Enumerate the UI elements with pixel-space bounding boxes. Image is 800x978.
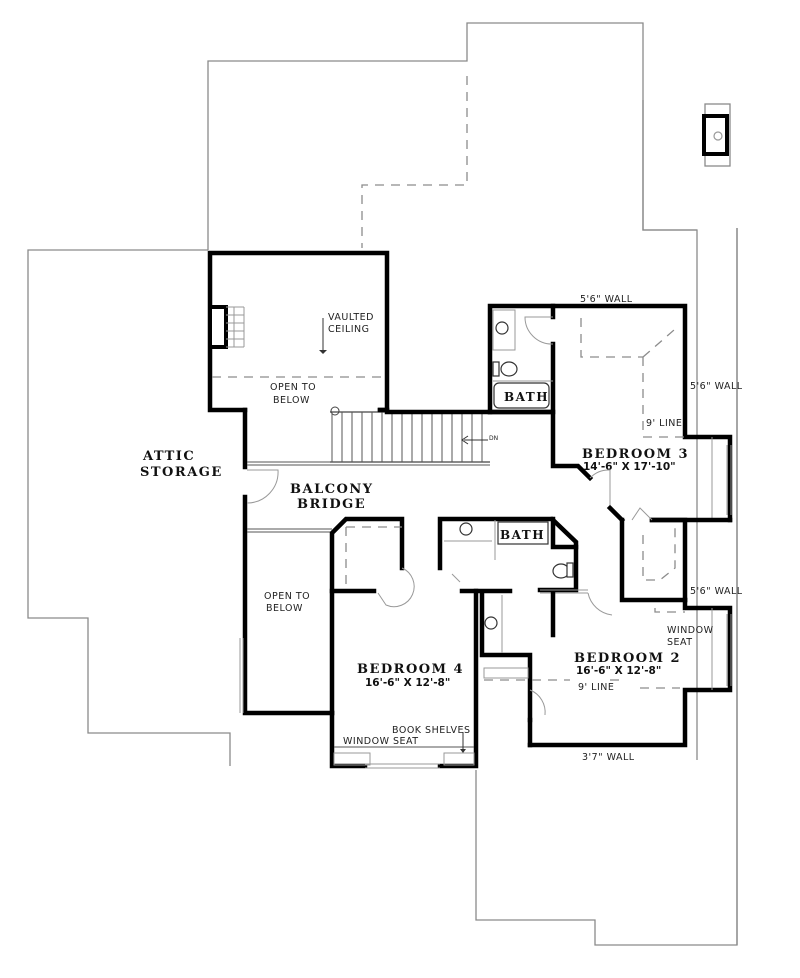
bedroom-3-area: BATH 5'6" WALL 5'6" WALL 9' LINE BEDROOM… xyxy=(487,294,743,524)
attic-label-1: ATTIC xyxy=(142,449,195,464)
bedroom-4-title: BEDROOM 4 xyxy=(357,662,464,677)
staircase[interactable]: DN xyxy=(330,406,553,463)
closet-area xyxy=(527,507,733,748)
wall-note-b2-right: 5'6" WALL xyxy=(690,586,743,597)
arrow-down-icon xyxy=(319,350,327,354)
open-to-below-top-1: OPEN TO xyxy=(270,382,316,393)
bedroom-2-title: BEDROOM 2 xyxy=(574,651,681,666)
stair-dn-label: DN xyxy=(489,435,498,442)
nine-line-b2: 9' LINE xyxy=(578,682,614,693)
bath-middle-label: BATH xyxy=(500,528,545,542)
book-shelves-label: BOOK SHELVES xyxy=(392,725,471,736)
window-seat-b2-1: WINDOW xyxy=(667,625,714,636)
open-to-below-left-1: OPEN TO xyxy=(264,591,310,602)
bedroom-2-area: 5'6" WALL WINDOW SEAT BEDROOM 2 16'-6" X… xyxy=(483,586,743,763)
sink-icon xyxy=(495,321,509,335)
toilet-icon xyxy=(500,361,518,377)
window-seat-b2-2: SEAT xyxy=(667,637,693,648)
wall-note-b2-bottom: 3'7" WALL xyxy=(582,752,635,763)
chimney xyxy=(702,114,729,156)
bedroom-2-dims: 16'-6" X 12'-8" xyxy=(576,665,661,677)
window-seat-b4-label: WINDOW SEAT xyxy=(343,736,419,747)
bedroom-4-dims: 16'-6" X 12'-8" xyxy=(365,677,450,689)
fireplace xyxy=(208,305,228,349)
balcony-label-1: BALCONY xyxy=(290,482,374,497)
bath-upper-label: BATH xyxy=(504,390,549,404)
roof-outline xyxy=(27,22,738,946)
attic-label-2: STORAGE xyxy=(140,465,223,480)
bedroom-3-title: BEDROOM 3 xyxy=(582,447,689,462)
balcony-label-2: BRIDGE xyxy=(297,497,366,512)
bath-middle-area: BATH xyxy=(437,516,613,723)
vaulted-label: VAULTED xyxy=(328,312,374,323)
bedroom-4-area: BEDROOM 4 16'-6" X 12'-8" BOOK SHELVES W… xyxy=(329,516,513,769)
arrow-down-icon xyxy=(460,749,466,753)
open-to-below-left-2: BELOW xyxy=(266,603,303,614)
sink-icon xyxy=(459,522,473,536)
sink-icon xyxy=(484,616,498,630)
arrow-left-icon xyxy=(461,435,469,445)
wall-note-b3-top: 5'6" WALL xyxy=(580,294,633,305)
bathtub xyxy=(493,382,550,409)
nine-line-b3: 9' LINE xyxy=(646,418,682,429)
ceiling-label: CEILING xyxy=(328,324,370,335)
bedroom-3-dims: 14'-6" X 17'-10" xyxy=(583,461,676,473)
vaulted-room: VAULTED CEILING OPEN TO BELOW xyxy=(207,250,390,413)
open-to-below-top-2: BELOW xyxy=(273,395,310,406)
balcony-bridge-area: BALCONY BRIDGE OPEN TO BELOW xyxy=(239,407,490,716)
bathtub xyxy=(497,521,549,545)
wall-note-b3-right: 5'6" WALL xyxy=(690,381,743,392)
